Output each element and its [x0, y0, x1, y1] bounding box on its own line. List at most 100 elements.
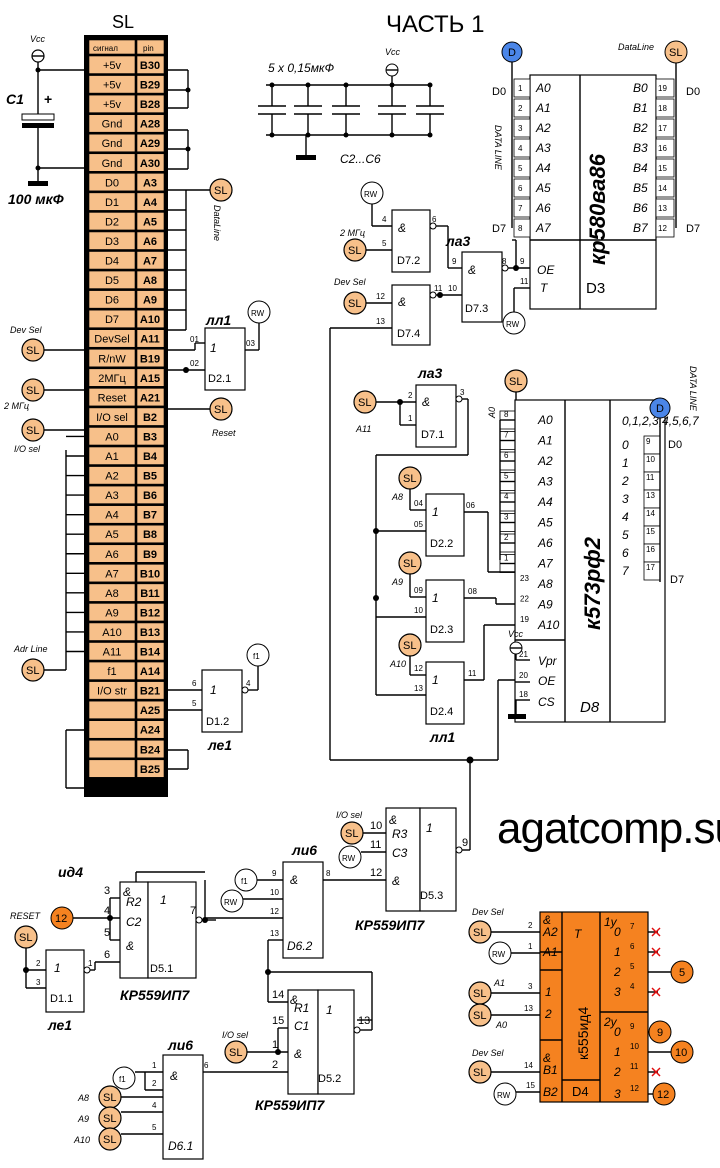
gate-d6-1: ли6 & D6.1 6 f1 1 2 SL A8 SL A9 4 SL A10…	[73, 1037, 210, 1160]
svg-text:19: 19	[520, 615, 529, 624]
svg-text:D7.1: D7.1	[421, 429, 444, 441]
d3-pin-a: A2	[535, 121, 551, 135]
svg-text:18: 18	[658, 104, 667, 113]
svg-text:1: 1	[504, 554, 509, 563]
svg-text:pin: pin	[143, 44, 154, 53]
svg-text:8: 8	[326, 869, 331, 878]
connector-pin: B6	[143, 490, 157, 502]
connector-pin: B7	[143, 510, 157, 522]
unused-pins-loop	[65, 729, 189, 789]
svg-text:лл1: лл1	[205, 312, 231, 328]
d3-pin-b: B4	[633, 161, 648, 175]
svg-text:A10: A10	[389, 659, 406, 669]
svg-text:13: 13	[358, 1015, 370, 1027]
connector-pin: B28	[140, 99, 160, 111]
connector-signal: DevSel	[94, 334, 129, 346]
svg-text:01: 01	[190, 335, 199, 344]
svg-text:B2: B2	[543, 1085, 558, 1099]
svg-text:&: &	[392, 874, 400, 888]
svg-text:A2: A2	[542, 925, 558, 939]
svg-text:Dev Sel: Dev Sel	[334, 277, 367, 287]
d8-pin-dio: 6	[622, 546, 629, 560]
svg-text:3: 3	[518, 124, 523, 133]
svg-text:SL: SL	[403, 558, 416, 570]
svg-text:Vcc: Vcc	[508, 629, 524, 639]
svg-text:1: 1	[326, 1003, 333, 1017]
svg-text:5: 5	[504, 472, 509, 481]
d3-pin-a: A0	[535, 81, 551, 95]
svg-text:8: 8	[518, 224, 523, 233]
svg-text:+: +	[44, 91, 52, 107]
svg-text:I/O sel: I/O sel	[336, 810, 363, 820]
svg-text:A1: A1	[542, 945, 558, 959]
connector-signal: D6	[105, 295, 119, 307]
left-sl-inputs: SL Dev Sel SL 2 МГц SL I/O sel SL Adr Li…	[3, 325, 89, 682]
svg-text:18: 18	[519, 690, 528, 699]
connector-signal: A1	[105, 451, 118, 463]
d3-pin-a: A4	[535, 161, 551, 175]
svg-text:23: 23	[520, 574, 529, 583]
d4-output: 3	[614, 1087, 621, 1101]
power-bus	[168, 69, 191, 170]
d3-pin-a: A5	[535, 181, 551, 195]
svg-text:D7.2: D7.2	[397, 255, 420, 267]
d8-pin-dio: 1	[622, 456, 629, 470]
svg-text:6: 6	[432, 215, 437, 224]
svg-text:D7: D7	[492, 223, 506, 235]
svg-text:D1.2: D1.2	[206, 716, 229, 728]
connector-pin: A15	[140, 373, 160, 385]
connector-signal: A0	[105, 431, 118, 443]
svg-text:11: 11	[370, 839, 381, 851]
svg-text:20: 20	[519, 671, 528, 680]
svg-text:RW: RW	[364, 190, 378, 199]
svg-text:04: 04	[414, 499, 423, 508]
svg-text:2: 2	[504, 533, 509, 542]
connector-pin: B5	[143, 471, 157, 483]
svg-text:5: 5	[518, 164, 523, 173]
svg-text:A1: A1	[493, 978, 505, 988]
flipflop-d5-1: ид4 12 4 3 5 6 1 & R2 C2 & D5.1 КР559ИП7…	[50, 864, 216, 1003]
svg-text:1: 1	[152, 1061, 157, 1070]
connector-signal: D5	[105, 275, 119, 287]
svg-text:SL: SL	[345, 828, 358, 840]
connector-pin: B24	[140, 744, 161, 756]
d3-pin-a: A6	[535, 201, 551, 215]
svg-text:Adr Line: Adr Line	[13, 644, 48, 654]
svg-text:f1: f1	[119, 1075, 126, 1084]
svg-text:11: 11	[434, 284, 443, 293]
svg-text:D6.2: D6.2	[287, 939, 313, 953]
d8-pin-a: A8	[537, 577, 553, 591]
connector-pin: B21	[140, 686, 160, 698]
d3-pin-b: B2	[633, 121, 648, 135]
svg-text:6: 6	[504, 451, 509, 460]
svg-text:17: 17	[646, 563, 655, 572]
svg-text:SL: SL	[403, 473, 416, 485]
svg-text:12: 12	[658, 224, 667, 233]
connector-signal: R/nW	[98, 353, 126, 365]
svg-text:12: 12	[414, 664, 423, 673]
connector-signal: Gnd	[102, 138, 123, 150]
connector-pin: B11	[140, 588, 160, 600]
connector-name: SL	[112, 12, 134, 32]
svg-text:6: 6	[192, 679, 197, 688]
svg-text:f1: f1	[241, 877, 248, 886]
svg-text:SL: SL	[348, 298, 361, 310]
d4-output: 1	[614, 945, 621, 959]
d8-pin-a: A1	[537, 434, 553, 448]
svg-text:15: 15	[658, 164, 667, 173]
